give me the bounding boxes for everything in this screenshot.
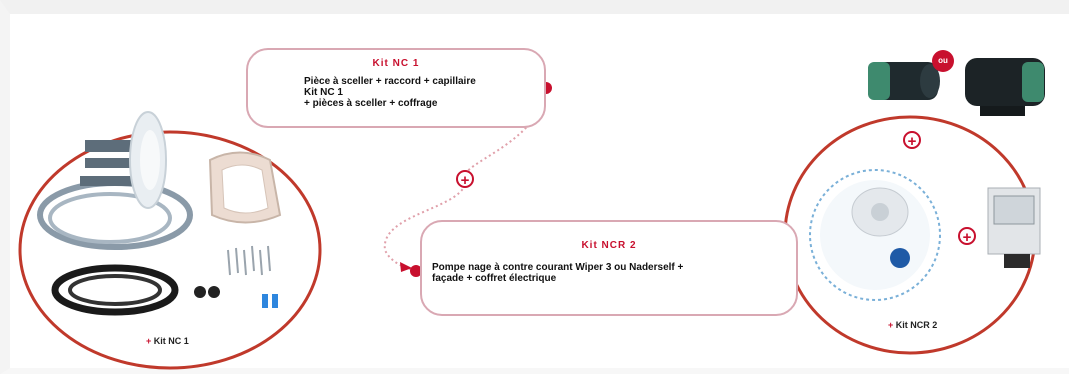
kit-nc1-description: Pièce à sceller + raccord + capillaire K… (304, 76, 476, 109)
plus-pump-facade-icon: + (903, 131, 921, 150)
kit-nc1-items (37, 111, 282, 316)
connector-dot-bottom (410, 265, 422, 277)
kit-ncr2-info-box: Kit NCR 2 Pompe nage à contre courant Wi… (420, 220, 798, 316)
kit-ncr2-title: Kit NCR 2 (581, 240, 637, 251)
kit-nc1-caption: + Kit NC 1 (146, 336, 189, 346)
connector-arrowhead (400, 262, 412, 272)
kit-nc1-info-box: Kit NC 1 Pièce à sceller + raccord + cap… (246, 48, 546, 128)
kit-ncr2-items (809, 58, 1045, 301)
or-badge: ou (932, 50, 954, 72)
kit-ncr2-caption: + Kit NCR 2 (888, 320, 937, 330)
connector-line-right (546, 78, 880, 90)
kit-nc1-caption-plus: + (146, 336, 152, 346)
plus-connector-icon: + (456, 170, 474, 189)
plus-facade-box-icon: + (958, 227, 976, 246)
kit-ncr2-caption-plus: + (888, 320, 894, 330)
kit-nc1-circle (18, 130, 322, 370)
kit-ncr2-caption-label: Kit NCR 2 (895, 320, 938, 330)
kit-nc1-title: Kit NC 1 (372, 58, 420, 69)
connector-line-middle (383, 184, 466, 271)
kit-ncr2-description: Pompe nage à contre courant Wiper 3 ou N… (432, 262, 684, 284)
kit-nc1-caption-label: Kit NC 1 (153, 336, 189, 346)
